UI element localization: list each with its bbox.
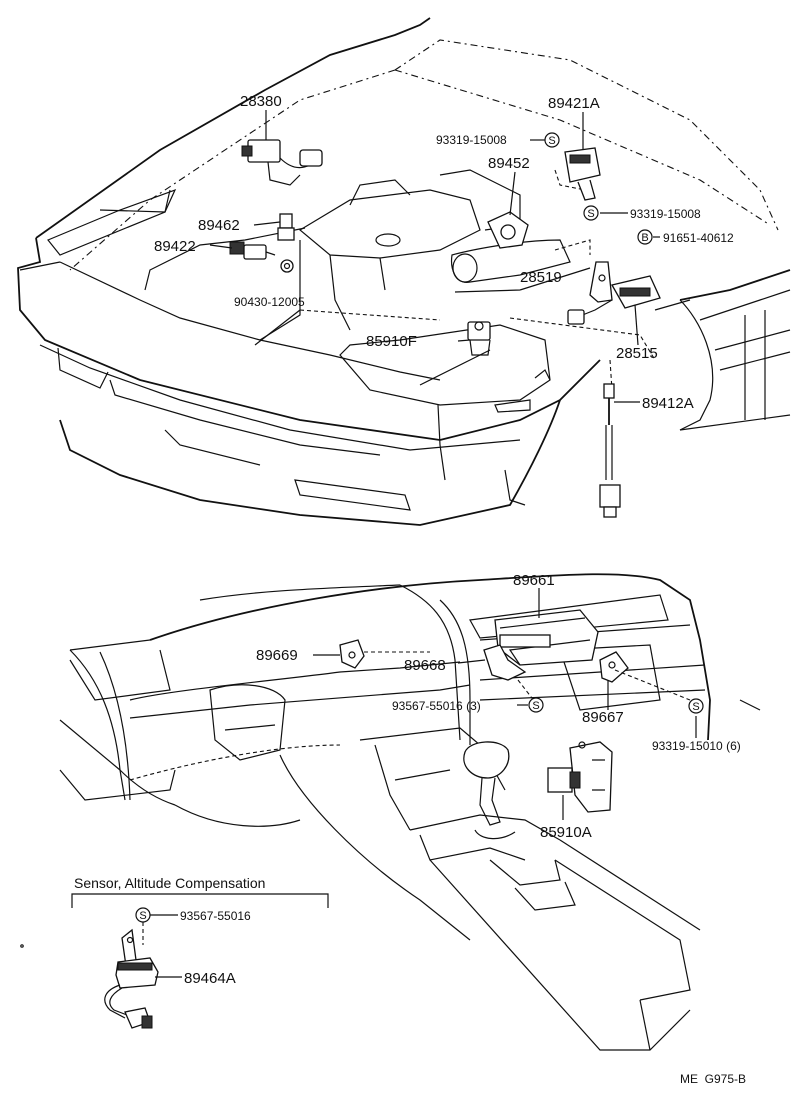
s-symbol-3: S (528, 697, 544, 713)
sensor-89452 (487, 211, 529, 249)
s-symbol-4: S (688, 698, 704, 714)
svg-text:S: S (532, 700, 539, 712)
label-89464a: 89464A (184, 970, 236, 987)
label-28380: 28380 (240, 93, 282, 110)
label-89668: 89668 (404, 657, 446, 674)
label-89412a: 89412A (642, 395, 694, 412)
drawing-code: ME G975-B (680, 1072, 746, 1086)
svg-text:S: S (692, 701, 699, 713)
label-93567-55016: 93567-55016 (180, 909, 251, 923)
relay-28515 (567, 275, 661, 325)
label-89452: 89452 (488, 155, 530, 172)
switch-85910f (467, 321, 491, 356)
label-85910a: 85910A (540, 824, 592, 841)
sensor-89422 (229, 241, 276, 260)
switch-89462 (277, 213, 295, 241)
dashboard-drawing (59, 573, 761, 1051)
s-symbol-5: S (135, 907, 151, 923)
label-89667: 89667 (582, 709, 624, 726)
altitude-sensor-inset: Sensor, Altitude Compensation (20, 875, 329, 1029)
sensor-89421a (564, 147, 601, 201)
leaders-inset (150, 914, 182, 978)
label-90430-12005: 90430-12005 (234, 295, 305, 309)
label-28515: 28515 (616, 345, 658, 362)
inset-title: Sensor, Altitude Compensation (74, 875, 265, 891)
svg-text:S: S (548, 135, 555, 147)
s-symbol-2: S (583, 205, 599, 221)
label-89422: 89422 (154, 238, 196, 255)
label-93319-15008-b: 93319-15008 (630, 207, 701, 221)
label-91651-40612: 91651-40612 (663, 231, 734, 245)
sensor-28380 (241, 139, 323, 186)
engine-bay-drawing (17, 17, 791, 526)
b-symbol: B (637, 229, 653, 245)
svg-text:S: S (587, 208, 594, 220)
svg-text:S: S (139, 910, 146, 922)
sensor-89412a (599, 383, 621, 518)
label-89661: 89661 (513, 572, 555, 589)
leaders-top (209, 110, 660, 403)
label-85910f: 85910F (366, 333, 417, 350)
gasket-90430-12005 (280, 259, 294, 273)
svg-text:B: B (641, 232, 648, 244)
leaders-middle (313, 588, 697, 820)
label-28519: 28519 (520, 269, 562, 286)
s-symbol-1: S (544, 132, 560, 148)
bracket-28519 (589, 261, 613, 303)
label-93319-15008-a: 93319-15008 (436, 133, 507, 147)
label-89669: 89669 (256, 647, 298, 664)
label-89421a: 89421A (548, 95, 600, 112)
label-89462: 89462 (198, 217, 240, 234)
label-93567-55016-3: 93567-55016 (3) (392, 699, 481, 713)
label-93319-15010-6: 93319-15010 (6) (652, 739, 741, 753)
